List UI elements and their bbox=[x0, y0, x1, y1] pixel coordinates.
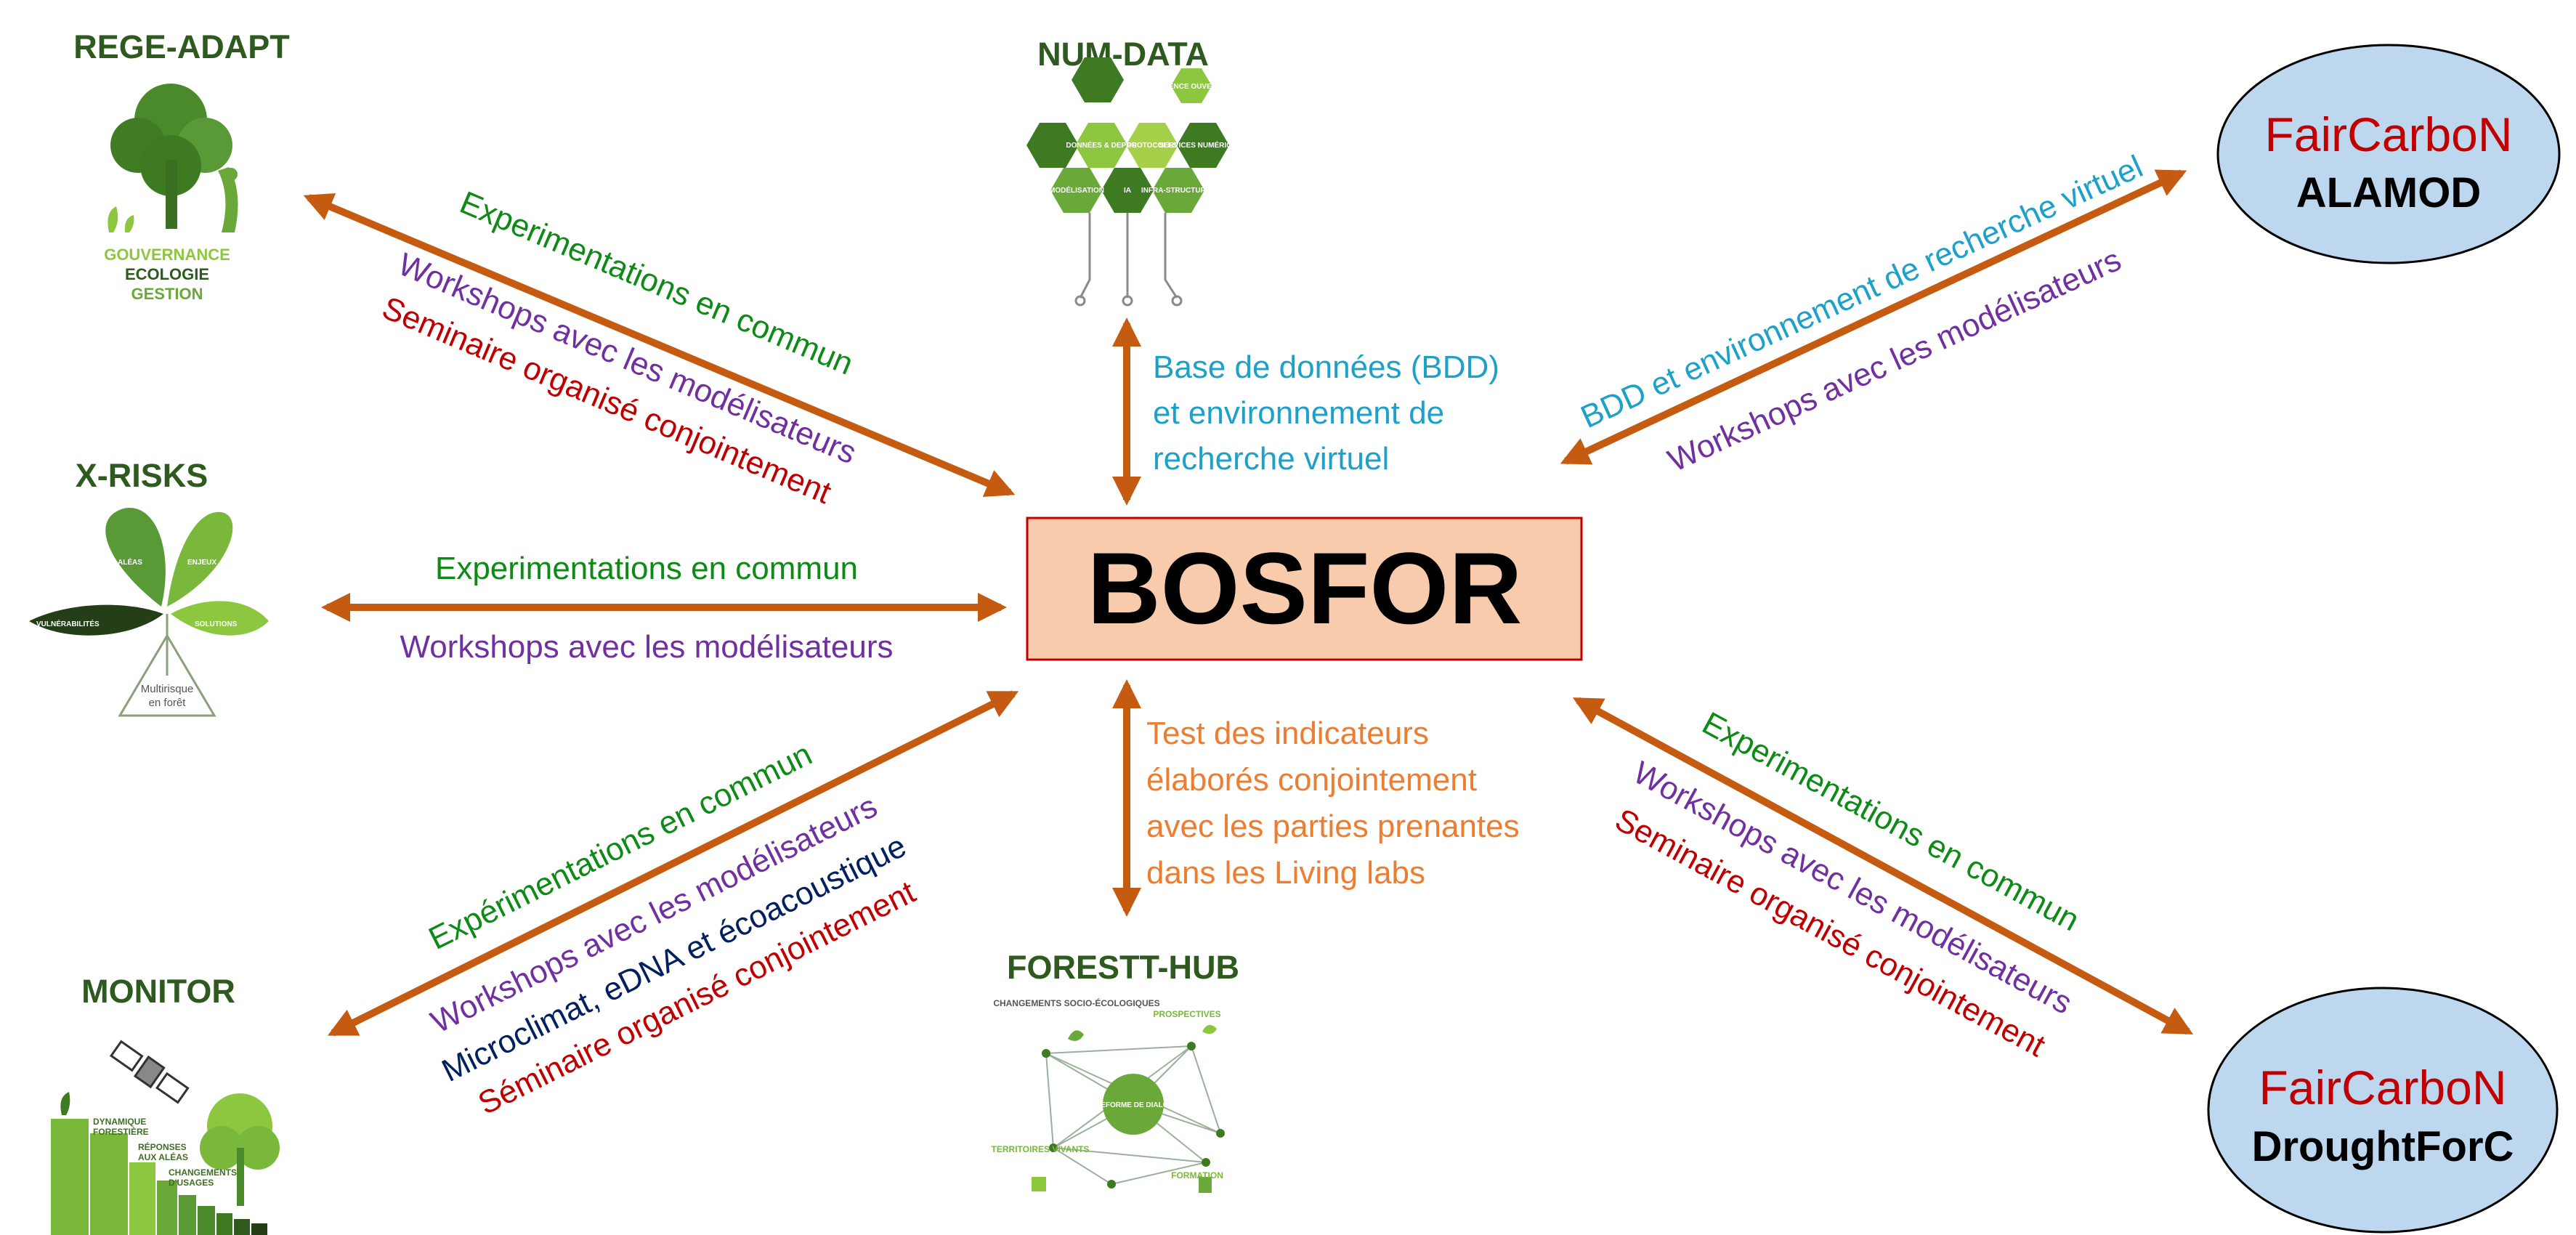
logo-text: AUX ALÉAS bbox=[138, 1151, 188, 1162]
node-title: X-RISKS bbox=[76, 457, 208, 494]
logo-text: CHANGEMENTS SOCIO-ÉCOLOGIQUES bbox=[993, 997, 1159, 1008]
logo-text: RÉPONSES bbox=[138, 1141, 187, 1152]
labels-x-risks: Experimentations en commun Workshops ave… bbox=[400, 551, 893, 665]
clover-logo-icon bbox=[29, 508, 269, 717]
logo-text: MODÉLISATION bbox=[1049, 185, 1104, 195]
labels-rege-adapt: Experimentations en commun Workshops ave… bbox=[377, 185, 862, 511]
link-label: Microclimat, eDNA et écoacoustique bbox=[437, 828, 912, 1089]
link-label: avec les parties prenantes bbox=[1146, 809, 1520, 844]
logo-text: DONNÉES & DEPOS bbox=[1066, 140, 1137, 150]
logo-text: en forêt bbox=[149, 697, 187, 709]
node-title: NUM-DATA bbox=[1037, 36, 1209, 73]
logo-text: PROTOCOLES bbox=[1127, 142, 1178, 150]
node-monitor: MONITOR DYNAMIQUE FORESTIÈRE RÉPONSES AU… bbox=[51, 973, 280, 1235]
node-title: MONITOR bbox=[81, 973, 235, 1010]
node-line1: FairCarboN bbox=[2264, 108, 2512, 161]
logo-text: IA bbox=[1124, 187, 1131, 195]
logo-text: D'USAGES bbox=[169, 1178, 214, 1188]
labels-fair-alamod: BDD et environnement de recherche virtue… bbox=[1576, 149, 2148, 479]
link-label: dans les Living labs bbox=[1146, 855, 1425, 891]
link-label: Workshops avec les modélisateurs bbox=[400, 629, 893, 665]
labels-num-data: Base de données (BDD) et environnement d… bbox=[1153, 349, 1499, 477]
staircase-chart-icon bbox=[51, 1092, 280, 1235]
link-label: Base de données (BDD) bbox=[1153, 349, 1499, 385]
center-node: BOSFOR bbox=[1026, 517, 1583, 661]
hexagon-logo-icon bbox=[1026, 57, 1229, 307]
logo-text: CHANGEMENTS bbox=[169, 1167, 237, 1178]
node-fair-alamod: FairCarboN ALAMOD bbox=[2216, 44, 2561, 264]
logo-text: SERVICES NUMÉRIQUES bbox=[1159, 140, 1247, 150]
link-label: Test des indicateurs bbox=[1146, 716, 1429, 751]
logo-text: VULNÉRABILITÉS bbox=[36, 619, 100, 628]
logo-text: PROSPECTIVES bbox=[1153, 1009, 1220, 1019]
node-title: FORESTT-HUB bbox=[1007, 949, 1239, 986]
link-label: et environnement de bbox=[1153, 395, 1444, 431]
node-line1: FairCarboN bbox=[2259, 1061, 2506, 1114]
logo-text: SOLUTIONS bbox=[195, 620, 238, 628]
center-box bbox=[1026, 517, 1583, 661]
satellite-icon bbox=[109, 1040, 190, 1104]
logo-text: ENJEUX bbox=[187, 559, 216, 567]
node-forestt-hub: FORESTT-HUB bbox=[992, 949, 1239, 1193]
node-rege-adapt: REGE-ADAPT GOUVERNANCE ECOLOGIE GESTION bbox=[73, 28, 290, 303]
center-label: BOSFOR bbox=[1087, 531, 1523, 645]
network-nodes-icon bbox=[1032, 1024, 1225, 1193]
logo-text: INFRA-STRUCTURES bbox=[1141, 187, 1216, 195]
arrow-fair-drought bbox=[1572, 697, 2194, 1035]
logo-text: FORMATION bbox=[1171, 1170, 1223, 1181]
node-fair-drought: FairCarboN DroughtForC bbox=[2207, 987, 2559, 1234]
logo-text: TERRITOIRES VIVANTS bbox=[992, 1144, 1090, 1154]
logo-text: GESTION bbox=[131, 285, 203, 303]
logo-text: FORESTIÈRE bbox=[93, 1126, 149, 1137]
node-num-data: NUM-DATA SCIENCE OUVERTE DONNÉES & DEPOS… bbox=[1026, 36, 1247, 307]
labels-monitor: Expérimentations en commun Workshops ave… bbox=[424, 736, 921, 1122]
fair-alamod-ellipse bbox=[2216, 44, 2561, 264]
fair-drought-ellipse bbox=[2207, 987, 2559, 1234]
node-x-risks: X-RISKS ALÉAS ENJEUX VULNÉRABILITÉS SOLU… bbox=[29, 457, 269, 717]
logo-text: SCIENCE OUVERTE bbox=[1157, 83, 1226, 91]
logo-text: ALÉAS bbox=[118, 557, 142, 567]
logo-text: Multirisque bbox=[141, 683, 194, 695]
arrow-rege-adapt bbox=[303, 193, 1016, 498]
node-line2: ALAMOD bbox=[2296, 169, 2482, 216]
node-line2: DroughtForC bbox=[2252, 1123, 2514, 1170]
arrows bbox=[303, 169, 2194, 1037]
labels-forestt-hub: Test des indicateurs élaborés conjointem… bbox=[1146, 716, 1520, 891]
logo-text: DYNAMIQUE bbox=[93, 1117, 146, 1127]
arrow-monitor bbox=[327, 690, 1019, 1037]
link-label: recherche virtuel bbox=[1153, 441, 1389, 477]
link-label: élaborés conjointement bbox=[1146, 762, 1477, 798]
logo-text: PLATEFORME DE DIALOGUE bbox=[1082, 1101, 1185, 1109]
link-label: Experimentations en commun bbox=[435, 551, 858, 586]
logo-text: GOUVERNANCE bbox=[104, 246, 230, 264]
logo-text: ECOLOGIE bbox=[125, 265, 209, 283]
tree-logo-icon bbox=[108, 84, 238, 232]
arrow-fair-alamod bbox=[1560, 169, 2187, 465]
node-title: REGE-ADAPT bbox=[73, 28, 290, 65]
